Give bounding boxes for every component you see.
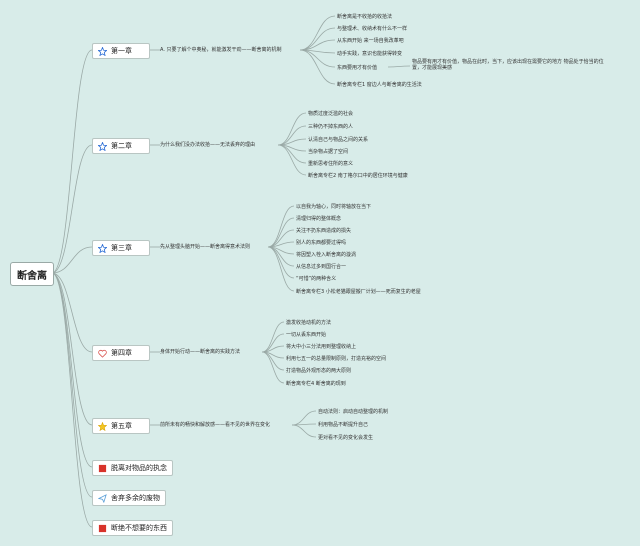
- chapter-4-leaf: 断舍离专栏4 断舍离的现到: [286, 381, 346, 387]
- chapter-3-leaf: 断舍离专栏3 小松老猫跟屋搬厂计划——死而复生的老屋: [296, 289, 421, 295]
- chapter-3-leaf: 从信息过多到国行合一: [296, 264, 347, 270]
- chapter-4-node[interactable]: 第四章: [92, 345, 150, 361]
- chapter-5-node[interactable]: 第五章: [92, 418, 150, 434]
- topic-refuse-node[interactable]: 断绝不想要的东西: [92, 520, 173, 536]
- chapter-5-leaf: 利用物品不断提升自己: [318, 422, 369, 428]
- chapter-3-leaf: 以自我为轴心，同时将轴放在当下: [296, 204, 372, 210]
- chapter-2-leaf: 断舍离专栏2 南丁格尔口中的居住环境与健康: [308, 173, 408, 179]
- chapter-1-subtitle: A. 只要了解个中奥秘，就能激发干劲——断舍离的机制: [160, 47, 282, 53]
- chapter-1-leaf: 断舍离是不收拾的收拾法: [337, 14, 393, 20]
- chapter-2-leaf: 三种仍不掉东西的人: [308, 124, 354, 130]
- chapter-4-leaf: 打造物品外观形态的两大原则: [286, 368, 352, 374]
- chapter-2-leaf: 重新思考住所的意义: [308, 161, 354, 167]
- flag-icon: [98, 524, 107, 532]
- chapter-1-leaf: 从东西开始 来一场自我改革吧: [337, 38, 404, 44]
- chapter-1-note: 物品要有用才有价值，物品在此时，当下，应该出现在需要它的地方 物品处于恰当的位置…: [412, 59, 604, 71]
- chapter-4-subtitle: 身体开始行动——断舍离的实践方法: [160, 349, 241, 355]
- chapter-5-leaf: 自动法则：启动自动整理的机制: [318, 409, 389, 415]
- chapter-3-subtitle: 先从整理头脑开始——断舍离得意术法则: [160, 244, 251, 250]
- chapter-3-leaf: 关注不扔东西造成的损失: [296, 228, 352, 234]
- topic-discard-node[interactable]: 舍弃多余的废物: [92, 490, 166, 506]
- chapter-3-node[interactable]: 第三章: [92, 240, 150, 256]
- star-outline-icon: [98, 243, 107, 253]
- chapter-2-node[interactable]: 第二章: [92, 138, 150, 154]
- chapter-2-leaf: 物质过度泛滥的社会: [308, 111, 354, 117]
- chapter-1-leaf: 与整理术、收纳术有什么不一样: [337, 26, 408, 32]
- root-label: 断舍离: [17, 270, 47, 282]
- chapter-3-leaf: 将因塑入栓入断舍离的漩涡: [296, 252, 357, 258]
- chapter-1-node[interactable]: 第一章: [92, 43, 150, 59]
- star-filled-icon: [98, 421, 107, 431]
- chapter-label: 第四章: [111, 349, 132, 357]
- star-outline-icon: [98, 141, 107, 151]
- heart-outline-icon: [98, 349, 107, 358]
- chapter-3-leaf: 清理归得的整体概念: [296, 216, 342, 222]
- star-outline-icon: [98, 46, 107, 56]
- chapter-1-leaf: 动手实践，意识也能获得转变: [337, 51, 403, 57]
- chapter-2-leaf: 当杂物占据了空间: [308, 149, 349, 155]
- chapter-4-leaf: 一切从丢东西开始: [286, 332, 327, 338]
- chapter-label: 第五章: [111, 422, 132, 430]
- chapter-4-leaf: 激发收拾动机的方法: [286, 320, 332, 326]
- chapter-label: 第三章: [111, 244, 132, 252]
- chapter-3-leaf: 别人的东西都要过得吗: [296, 240, 347, 246]
- topic-detachment-node[interactable]: 脱离对物品的执念: [92, 460, 173, 476]
- chapter-3-leaf: “可惜”的两种含义: [296, 276, 337, 282]
- topic-label: 脱离对物品的执念: [111, 464, 167, 472]
- topic-label: 断绝不想要的东西: [111, 524, 167, 532]
- chapter-2-subtitle: 为什么我们没办法收拾——无法丢弃的理由: [160, 142, 256, 148]
- paper-plane-icon: [98, 493, 107, 503]
- chapter-5-subtitle: 前所未有的畅快和解放感——看不见的世界在变化: [160, 422, 271, 428]
- chapter-1-leaf: 东西要用才有价值: [337, 65, 378, 71]
- chapter-2-leaf: 认清自己与物品之间的关系: [308, 137, 369, 143]
- chapter-1-leaf: 断舍离专栏1 窗边人与断舍离的生活法: [337, 82, 422, 88]
- chapter-5-leaf: 更对看不见的变化会发生: [318, 435, 374, 441]
- chapter-label: 第二章: [111, 142, 132, 150]
- root-node[interactable]: 断舍离: [10, 262, 54, 286]
- chapter-label: 第一章: [111, 47, 132, 55]
- chapter-4-leaf: 将大中小三分法用到整理收纳上: [286, 344, 357, 350]
- topic-label: 舍弃多余的废物: [111, 494, 160, 502]
- chapter-4-leaf: 利用七五一的总量限制原则，打造充裕的空间: [286, 356, 387, 362]
- flag-icon: [98, 464, 107, 472]
